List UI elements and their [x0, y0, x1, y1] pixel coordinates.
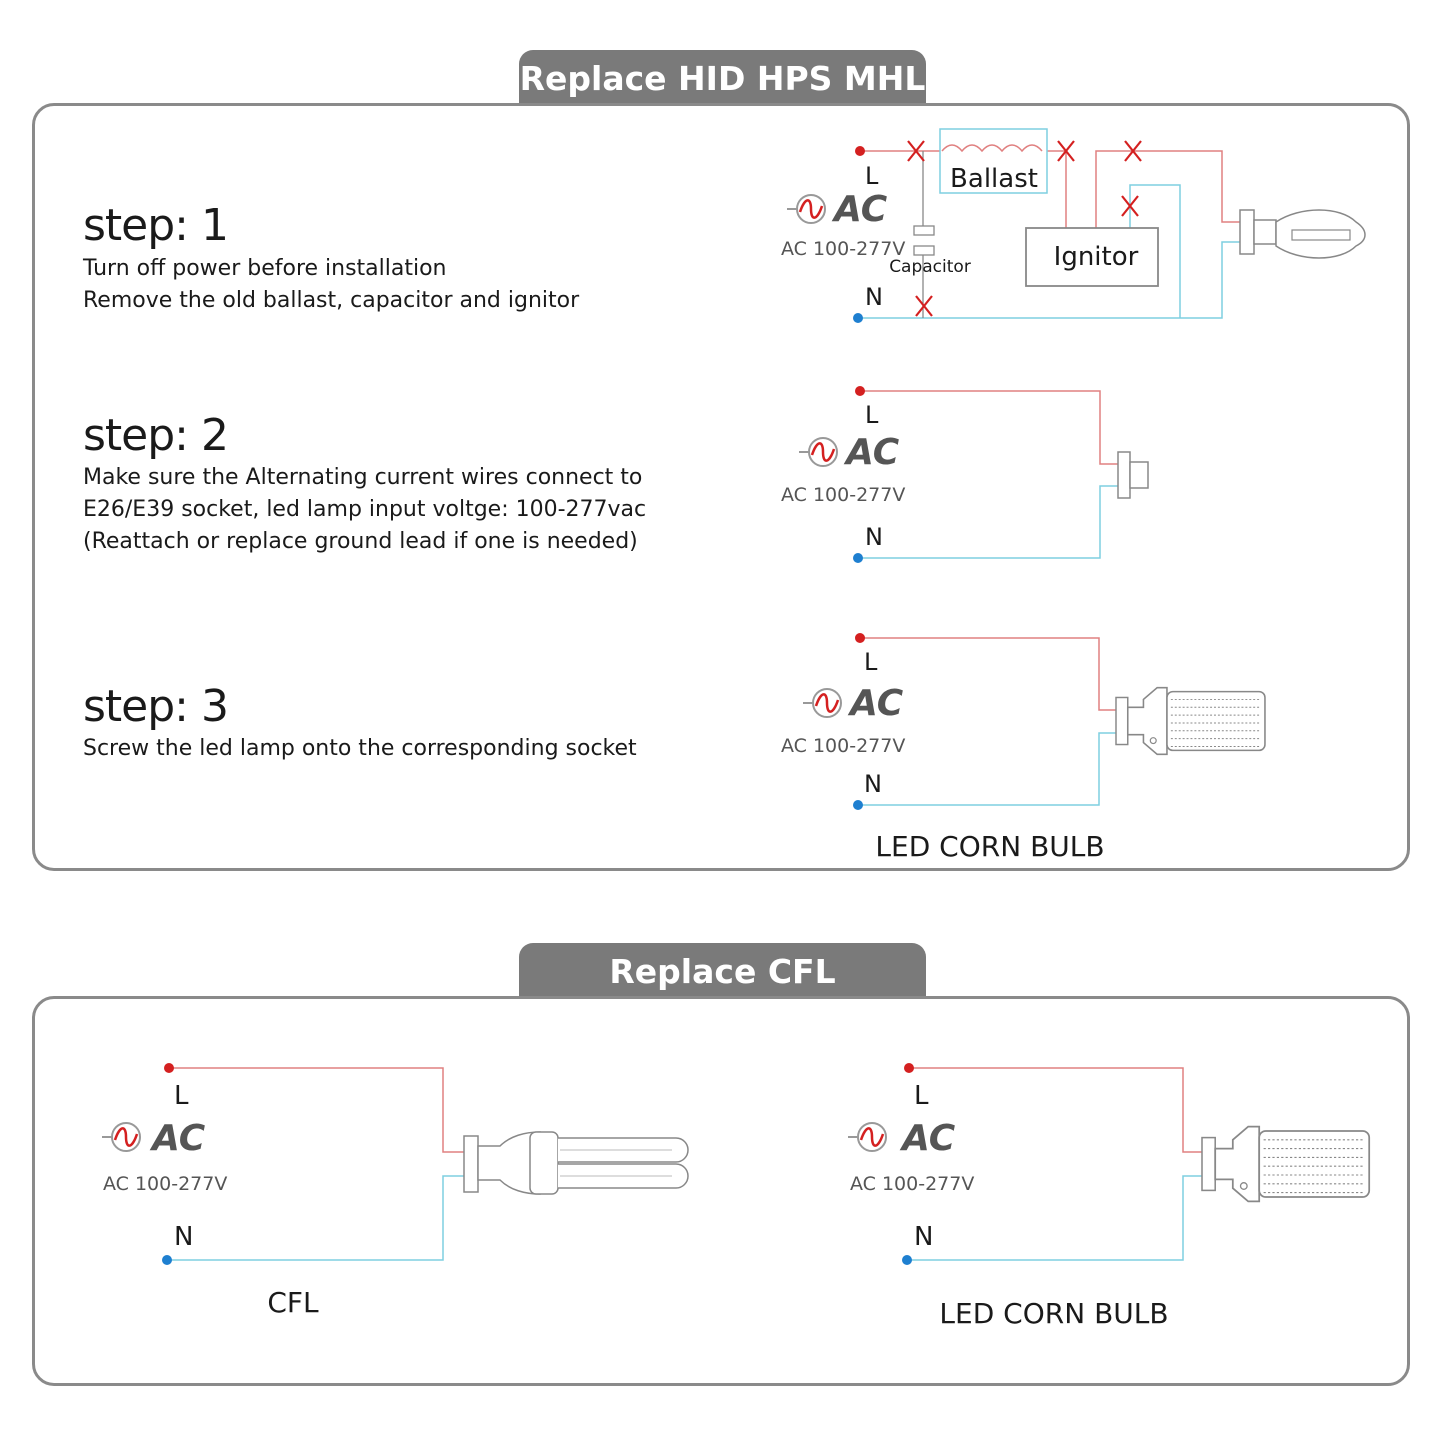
ignitor-label: Ignitor: [1054, 242, 1139, 272]
live-label: L: [174, 1081, 189, 1111]
ac-range-label: AC 100-277V: [781, 735, 905, 757]
ignitor-box: [1025, 227, 1159, 287]
led-corn-bulb-label: LED CORN BULB: [939, 1297, 1168, 1330]
ballast-label: Ballast: [950, 164, 1038, 194]
step-2-title: step: 2: [83, 410, 229, 461]
hid-bulb-icon: [1239, 209, 1366, 259]
diagram-cfl-led: L N AC AC 100-277V LED CORN BULB: [846, 1063, 1371, 1330]
diagram-step-2: L N AC AC 100-277V: [781, 386, 1149, 563]
ac-source-icon: [846, 1121, 888, 1153]
neutral-label: N: [864, 770, 882, 798]
step-3-text: Screw the led lamp onto the correspondin…: [83, 733, 637, 765]
ballast-box: [939, 128, 1048, 194]
live-label: L: [865, 162, 879, 190]
live-terminal-dot: [855, 386, 865, 396]
ac-source-icon: [100, 1121, 142, 1153]
live-label: L: [864, 648, 878, 676]
ac-symbol: AC: [847, 683, 904, 724]
neutral-label: N: [914, 1222, 933, 1252]
led-corn-bulb-icon: [1201, 1125, 1371, 1203]
ac-source-icon: [785, 193, 827, 225]
step-1-line-1: Turn off power before installation: [83, 256, 447, 281]
live-label: L: [865, 401, 879, 429]
diagram-step-1: Ballast Ignitor Capacitor L N AC AC 100-…: [781, 128, 1366, 323]
step-3-title: step: 3: [83, 681, 229, 732]
neutral-terminal-dot: [902, 1255, 912, 1265]
section-tab-cfl: Replace CFL: [519, 943, 926, 999]
diagram-step-3: L N AC AC 100-277V LED CORN BULB: [781, 633, 1266, 863]
live-terminal-dot: [904, 1063, 914, 1073]
neutral-terminal-dot: [853, 553, 863, 563]
led-corn-bulb-icon: [1115, 686, 1266, 756]
ac-source-icon: [797, 436, 839, 468]
step-2-text: Make sure the Alternating current wires …: [83, 462, 646, 558]
ac-range-label: AC 100-277V: [103, 1173, 227, 1195]
live-terminal-dot: [855, 633, 865, 643]
step-2-line-3: (Reattach or replace ground lead if one …: [83, 529, 638, 554]
live-terminal-dot: [164, 1063, 174, 1073]
step-1-line-2: Remove the old ballast, capacitor and ig…: [83, 288, 580, 313]
neutral-terminal-dot: [162, 1255, 172, 1265]
ac-symbol: AC: [843, 432, 900, 473]
socket-icon: [1117, 451, 1149, 499]
ac-range-label: AC 100-277V: [781, 238, 905, 260]
neutral-label: N: [174, 1222, 193, 1252]
live-label: L: [914, 1081, 929, 1111]
ac-range-label: AC 100-277V: [850, 1173, 974, 1195]
ac-symbol: AC: [899, 1118, 956, 1159]
step-1-text: Turn off power before installation Remov…: [83, 253, 579, 317]
diagram-cfl: L N AC AC 100-277V CFL: [100, 1063, 689, 1319]
neutral-label: N: [865, 283, 883, 311]
neutral-terminal-dot: [853, 800, 863, 810]
neutral-label: N: [865, 523, 883, 551]
step-3-line-1: Screw the led lamp onto the correspondin…: [83, 736, 637, 761]
step-1-title: step: 1: [83, 200, 229, 251]
led-corn-bulb-label: LED CORN BULB: [875, 830, 1104, 863]
capacitor-label: Capacitor: [889, 257, 971, 277]
cfl-bulb-icon: [463, 1131, 689, 1195]
ac-source-icon: [801, 687, 843, 719]
remove-mark-icon: [914, 294, 934, 318]
live-terminal-dot: [855, 146, 865, 156]
ac-range-label: AC 100-277V: [781, 484, 905, 506]
ac-symbol: AC: [149, 1118, 206, 1159]
section-tab-hid: Replace HID HPS MHL: [519, 50, 926, 106]
step-2-line-2: E26/E39 socket, led lamp input voltge: 1…: [83, 497, 647, 522]
cfl-label: CFL: [267, 1286, 319, 1319]
neutral-terminal-dot: [853, 313, 863, 323]
step-2-line-1: Make sure the Alternating current wires …: [83, 465, 643, 490]
ballast-coil-icon: [941, 144, 1043, 153]
panel-cfl: [32, 996, 1410, 1386]
ac-symbol: AC: [831, 189, 888, 230]
